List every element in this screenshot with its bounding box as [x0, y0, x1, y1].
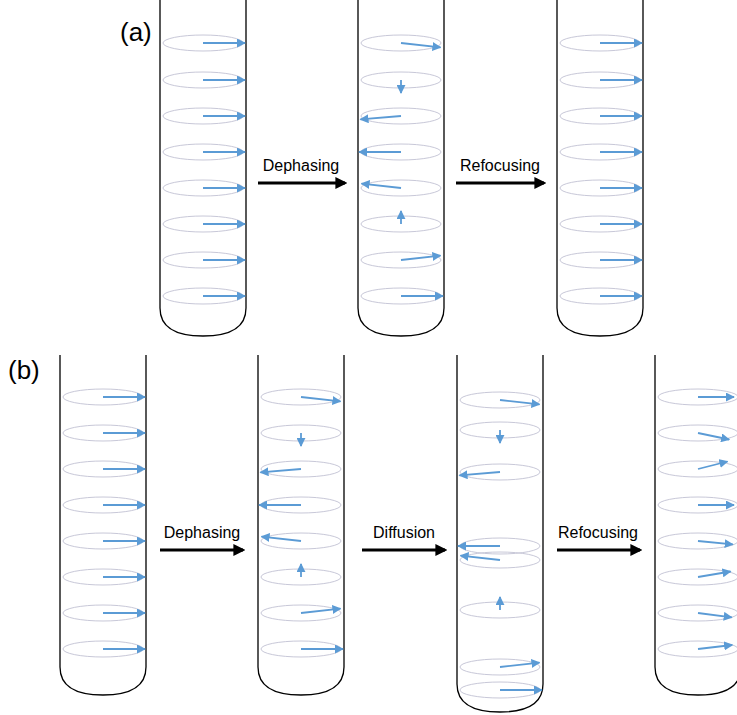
- spin-vector: [499, 597, 501, 610]
- spin-vector: [103, 612, 145, 614]
- spin-vector: [203, 79, 245, 81]
- spin-vector: [300, 433, 302, 446]
- spin-slice: [658, 641, 737, 657]
- process-arrow: [258, 182, 345, 185]
- spin-vector: [103, 648, 145, 650]
- spin-vector: [203, 223, 245, 225]
- spin-vector: [401, 295, 443, 297]
- process-arrow: [456, 182, 544, 185]
- spin-vector: [698, 396, 734, 398]
- spin-vector: [698, 504, 734, 506]
- spin-slice: [658, 425, 737, 441]
- spin-vector: [301, 609, 341, 613]
- spin-vector: [400, 80, 402, 93]
- spin-slice: [658, 389, 737, 405]
- spin-slice: [460, 392, 540, 408]
- spin-vector: [103, 468, 145, 470]
- spin-vector: [103, 504, 145, 506]
- spin-slice: [361, 35, 441, 51]
- sample-tube: [60, 355, 146, 695]
- spin-vector: [600, 115, 642, 117]
- spin-vector: [600, 42, 642, 44]
- spin-vector: [203, 151, 245, 153]
- spin-slice: [658, 605, 737, 621]
- step-label: Refocusing: [558, 524, 638, 542]
- sample-tube: [655, 355, 737, 695]
- spin-slice: [261, 533, 341, 549]
- spin-vector: [600, 259, 642, 261]
- spin-vector: [500, 400, 540, 404]
- panel-label: (a): [120, 18, 152, 47]
- spin-vector: [362, 184, 402, 188]
- spin-slice: [460, 552, 540, 568]
- spin-slice: [261, 461, 341, 477]
- spin-vector: [500, 663, 540, 667]
- spin-slice: [361, 108, 441, 124]
- spin-slice: [658, 497, 737, 513]
- sample-tube: [557, 0, 643, 336]
- spin-slice: [261, 389, 341, 405]
- sample-tube: [358, 0, 444, 336]
- process-arrow: [160, 549, 243, 552]
- spin-vector: [260, 469, 301, 472]
- spin-vector: [103, 396, 145, 398]
- spin-vector: [301, 397, 341, 401]
- spin-vector: [698, 613, 732, 617]
- step-label: Diffusion: [373, 524, 435, 542]
- spin-vector: [458, 545, 500, 547]
- spin-slice: [361, 180, 441, 196]
- spin-slice: [658, 569, 737, 585]
- sample-tube: [258, 355, 344, 695]
- spin-vector: [103, 432, 145, 434]
- spin-vector: [203, 42, 245, 44]
- spin-vector: [600, 151, 642, 153]
- spin-slice: [658, 533, 737, 549]
- spin-slice: [460, 464, 540, 480]
- spin-vector: [400, 211, 402, 224]
- spin-vector: [103, 576, 145, 578]
- spin-vector: [698, 572, 731, 578]
- spin-vector: [203, 115, 245, 117]
- spin-slice: [361, 252, 441, 268]
- spin-vector: [600, 79, 642, 81]
- spin-vector: [401, 256, 441, 260]
- spin-vector: [600, 295, 642, 297]
- process-arrow: [362, 549, 445, 552]
- spin-vector: [103, 540, 145, 542]
- spin-vector: [600, 223, 642, 225]
- step-label: Dephasing: [263, 157, 340, 175]
- step-label: Dephasing: [164, 524, 241, 542]
- spin-vector: [360, 116, 401, 119]
- spin-vector: [203, 259, 245, 261]
- spin-vector: [459, 472, 500, 475]
- spin-vector: [301, 648, 343, 650]
- sample-tube: [457, 355, 543, 712]
- spin-vector: [499, 430, 501, 443]
- spin-vector: [259, 504, 301, 506]
- panel-label: (b): [8, 356, 40, 385]
- spin-vector: [262, 537, 302, 541]
- spin-slice: [658, 461, 737, 477]
- spin-vector: [203, 187, 245, 189]
- spin-vector: [203, 295, 245, 297]
- spin-vector: [698, 645, 732, 649]
- spin-vector: [300, 564, 302, 577]
- spin-slice: [460, 659, 540, 675]
- spin-vector: [698, 462, 728, 470]
- process-arrow: [557, 549, 640, 552]
- spin-vector: [461, 556, 501, 560]
- sample-tube: [160, 0, 246, 336]
- spin-vector: [500, 689, 542, 691]
- spin-vector: [359, 151, 401, 153]
- spin-vector: [698, 433, 729, 440]
- spin-vector: [698, 541, 733, 544]
- step-label: Refocusing: [460, 157, 540, 175]
- spin-vector: [600, 187, 642, 189]
- spin-slice: [261, 605, 341, 621]
- spin-vector: [401, 43, 441, 47]
